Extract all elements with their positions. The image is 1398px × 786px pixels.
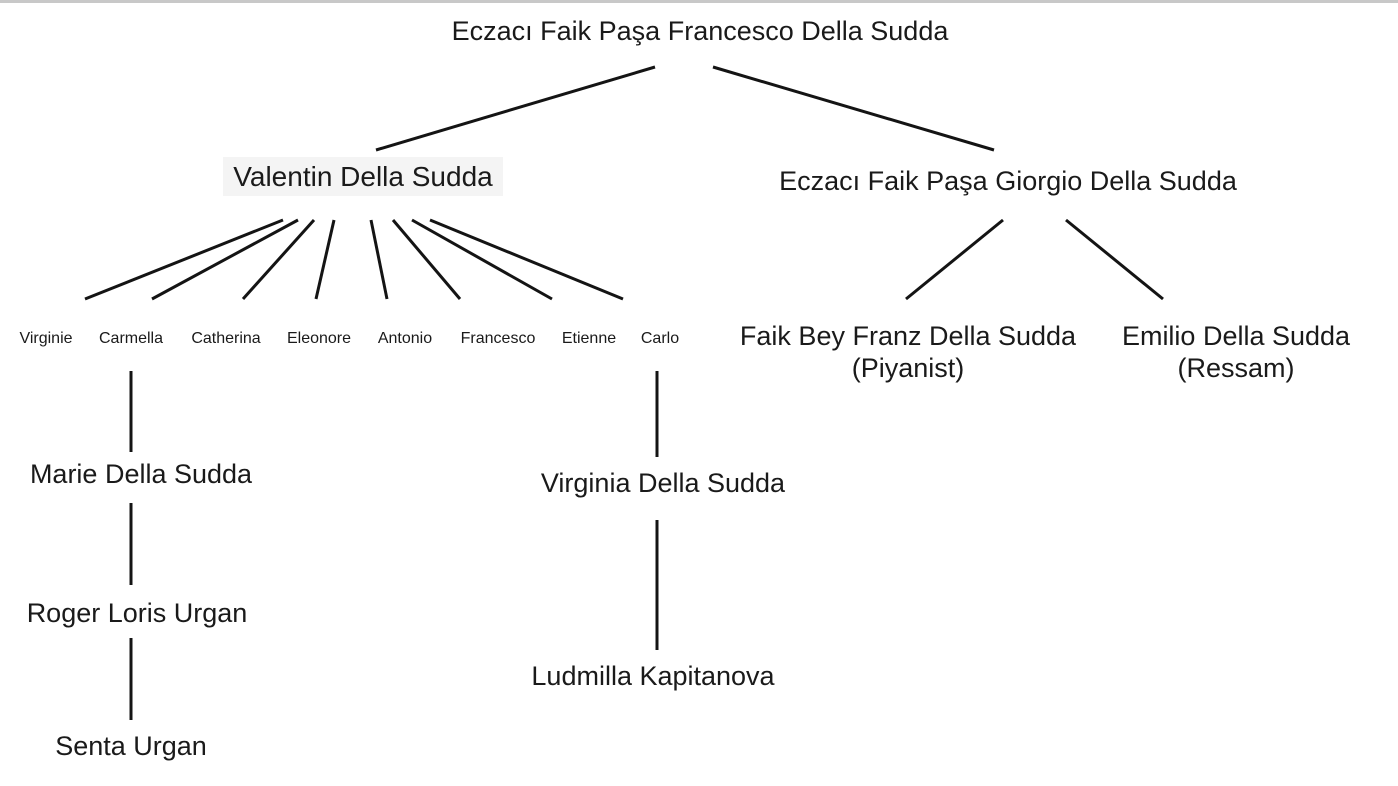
link-root-valentin [375, 65, 656, 152]
link-valentin-catherina [241, 218, 316, 301]
link-valentin-eleonore [314, 219, 336, 300]
link-valentin-carlo [429, 218, 624, 301]
link-valentin-virginie [84, 218, 284, 301]
top-border [0, 0, 1398, 3]
link-root-giorgio [712, 65, 995, 152]
node-marie: Marie Della Sudda [29, 459, 253, 489]
link-valentin-etienne [411, 218, 553, 301]
node-emilio: Emilio Della Sudda (Ressam) [1110, 320, 1362, 385]
node-antonio: Antonio [377, 330, 433, 347]
node-etienne: Etienne [561, 330, 617, 347]
node-valentin-label: Valentin Della Sudda [223, 157, 503, 196]
node-franz: Faik Bey Franz Della Sudda (Piyanist) [700, 320, 1116, 385]
node-virginia: Virginia Della Sudda [540, 468, 786, 498]
node-roger: Roger Loris Urgan [26, 598, 248, 628]
node-valentin: Valentin Della Sudda [178, 157, 548, 196]
node-catherina: Catherina [191, 330, 261, 347]
link-valentin-antonio [369, 219, 389, 300]
link-giorgio-franz [905, 218, 1004, 301]
link-valentin-francesco [391, 219, 462, 300]
node-franz-note: (Piyanist) [851, 353, 965, 384]
node-root: Eczacı Faik Paşa Francesco Della Sudda [451, 16, 949, 46]
node-eleonore: Eleonore [286, 330, 352, 347]
link-giorgio-emilio [1065, 218, 1164, 301]
link-valentin-carmella [151, 218, 299, 301]
node-emilio-note: (Ressam) [1177, 353, 1295, 384]
node-carlo: Carlo [640, 330, 680, 347]
node-carmella: Carmella [98, 330, 163, 347]
node-giorgio: Eczacı Faik Paşa Giorgio Della Sudda [779, 166, 1237, 196]
node-francesco: Francesco [460, 330, 536, 347]
node-emilio-name: Emilio Della Sudda [1121, 321, 1351, 351]
node-senta: Senta Urgan [55, 731, 207, 761]
node-franz-name: Faik Bey Franz Della Sudda [739, 321, 1077, 351]
node-virginie: Virginie [19, 330, 73, 347]
node-ludmilla: Ludmilla Kapitanova [531, 661, 775, 691]
